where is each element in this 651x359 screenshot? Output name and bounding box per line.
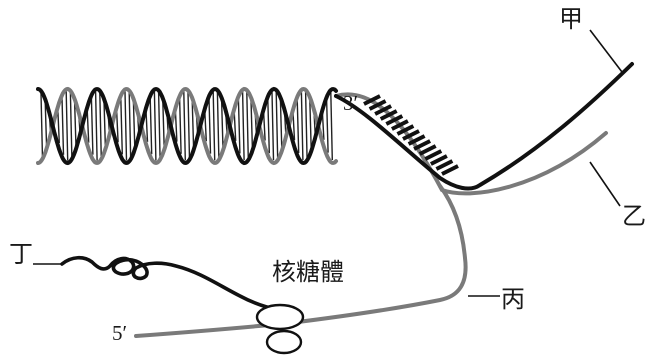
base-pair-rung [120, 97, 123, 155]
base-pair-rung [86, 109, 90, 143]
ribosome-large-subunit [255, 303, 305, 331]
hybrid-rung [391, 119, 409, 131]
base-pair-rung [330, 91, 333, 161]
base-pair-rung [300, 91, 304, 161]
base-pair-rung [65, 91, 69, 161]
hybrid-rung [379, 109, 398, 121]
hybrid-rung [407, 134, 426, 146]
base-pair-rung [304, 91, 308, 161]
base-pair-rung [187, 92, 191, 160]
base-pair-rung [309, 98, 312, 154]
base-pair-rung [145, 110, 149, 142]
hybrid-rung [374, 104, 392, 116]
base-pair-rung [296, 98, 300, 154]
base-pair-rung [57, 108, 60, 144]
base-pair-rung [162, 100, 165, 152]
base-pair-rung [241, 91, 245, 161]
base-pair-rung [69, 92, 73, 160]
strand-b-helix [36, 86, 338, 166]
base-pair-rung [174, 110, 178, 142]
mrna-strand [134, 184, 468, 338]
base-pair-rung [250, 99, 254, 153]
label-strand-b: 乙 [622, 202, 646, 230]
base-pair-rung [128, 92, 132, 160]
base-pair-rung [246, 92, 249, 160]
base-pair-rung [275, 91, 279, 161]
base-pair-rung [178, 98, 182, 154]
hybrid-rung [385, 114, 404, 126]
ribosome-small-subunit [265, 329, 303, 355]
base-pair-rung [267, 98, 270, 154]
base-pair-rung [99, 92, 102, 160]
base-pair-rung [183, 91, 186, 161]
strand-a-tail [334, 62, 634, 191]
base-pair-rung [279, 99, 283, 153]
base-pair-rung [115, 109, 119, 143]
strand-b-tail [334, 92, 608, 196]
base-pair-rung [262, 111, 266, 141]
base-pair-rung [237, 98, 241, 154]
label-rna: 丙 [501, 285, 525, 313]
hybrid-rung [402, 129, 420, 141]
base-pair-rung [212, 91, 216, 161]
base-pair-rung [153, 91, 157, 161]
leader-line-strand-a [589, 29, 623, 73]
label-three-prime: 3′ [343, 91, 359, 115]
hybrid-rung [368, 99, 387, 111]
label-strand-a: 甲 [559, 5, 583, 33]
base-pair-rung [157, 92, 161, 160]
hybrid-rung [418, 144, 437, 156]
strand-a-helix [36, 86, 338, 166]
hybrid-rung [430, 154, 448, 166]
base-pair-rung [149, 97, 153, 155]
base-pair-rung [220, 99, 224, 153]
label-five-prime: 5′ [112, 321, 128, 345]
label-ribosome: 核糖體 [272, 258, 344, 286]
label-polypeptide: 丁 [9, 240, 33, 268]
base-pair-rung [216, 92, 220, 160]
hybrid-rung [413, 139, 431, 151]
base-pair-rung [94, 91, 98, 161]
hybrid-rung [424, 149, 443, 161]
base-pair-rung [208, 98, 212, 154]
base-pair-rung [271, 91, 275, 161]
hybrid-rung [396, 124, 415, 136]
base-pair-rung [124, 91, 128, 161]
polypeptide-chain [60, 255, 282, 312]
base-pair-rung [132, 100, 136, 152]
base-pair-rung [90, 97, 94, 155]
hybrid-rung [435, 159, 454, 171]
rna-dna-hybrid-rungs [363, 94, 459, 176]
base-pair-rung [40, 92, 44, 160]
hybrid-rung [363, 94, 381, 106]
base-pair-rung [61, 97, 65, 155]
leader-line-strand-b [589, 161, 621, 207]
hybrid-rung [441, 164, 459, 176]
base-pair-rung [233, 111, 237, 141]
base-pair-rung [325, 99, 329, 153]
base-pair-rung [204, 110, 207, 142]
base-pair-rung [191, 99, 195, 153]
